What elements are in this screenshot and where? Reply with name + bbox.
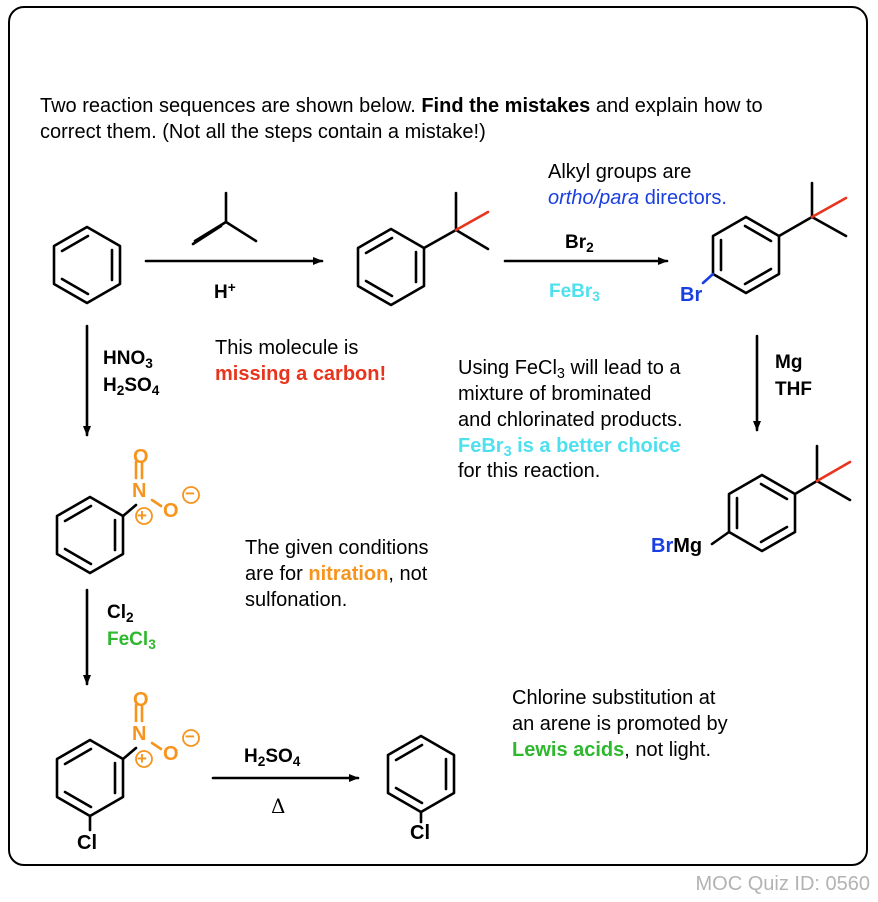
note-molecule-line-2: missing a carbon! [215,363,387,385]
grignard-molecule [710,444,852,553]
nitro-nitrogen: N [132,480,147,502]
nitro2-oxygen-top: O [133,689,149,711]
benzene-molecule [52,225,122,305]
note-fecl3-line-3: and chlorinated products. [458,409,683,431]
note-fecl3-line-1: Using FeCl3 will lead to a [458,357,681,383]
reagent-mg: Mg [775,352,803,373]
quiz-id: MOC Quiz ID: 0560 [695,873,870,895]
nitrobenzene-molecule [55,460,200,575]
isobutylene-molecule [191,191,258,246]
bromine-label: Br [680,284,703,306]
nitro-oxygen-right: O [163,500,179,522]
plus-charge: + [137,506,147,525]
chlorine-label-1: Cl [77,832,97,854]
minus-charge-2: − [185,727,195,746]
plus-charge-2: + [137,749,147,768]
note-molecule-line-1: This molecule is [215,337,359,359]
chloronitrobenzene-molecule [55,703,200,832]
heat-symbol: Δ [271,794,286,818]
nitro2-oxygen-right: O [163,743,179,765]
reagent-hno3: HNO3 [103,348,153,372]
chlorobenzene-molecule [386,734,456,824]
reagent-h2so4-2: H2SO4 [244,746,301,770]
note-chlorine-line-2: an arene is promoted by [512,713,728,735]
note-alkyl-line-2: ortho/para directors. [548,187,727,209]
quiz-card [8,6,868,866]
bromo-tert-butylbenzene-molecule [701,181,848,295]
note-chlorine-line-1: Chlorine substitution at [512,687,716,709]
reagent-febr3: FeBr3 [549,281,600,305]
reagent-cl2: Cl2 [107,602,134,626]
minus-charge: − [185,484,195,503]
reagent-thf: THF [775,379,812,400]
nitro2-nitrogen: N [132,723,147,745]
chlorine-label-2: Cl [410,822,430,844]
note-nitration-line-3: sulfonation. [245,589,348,611]
note-fecl3-line-2: mixture of brominated [458,383,652,405]
note-fecl3-line-5: for this reaction. [458,460,601,482]
note-nitration-line-2: are for nitration, not [245,563,428,585]
reagent-h2so4: H2SO4 [103,375,160,399]
tert-butylbenzene-molecule [356,191,490,307]
reagent-acid: H+ [214,279,236,303]
brmg-label: BrMg [651,535,703,557]
reagent-fecl3: FeCl3 [107,629,156,653]
note-fecl3-line-4: FeBr3 is a better choice [458,435,681,461]
intro-line-1: Two reaction sequences are shown below. … [40,95,763,117]
note-chlorine-line-3: Lewis acids, not light. [512,739,711,761]
reagent-bromine: Br2 [565,232,594,256]
nitro-oxygen-top: O [133,446,149,468]
intro-line-2: correct them. (Not all the steps contain… [40,121,486,143]
note-alkyl-line-1: Alkyl groups are [548,161,692,183]
note-nitration-line-1: The given conditions [245,537,429,559]
